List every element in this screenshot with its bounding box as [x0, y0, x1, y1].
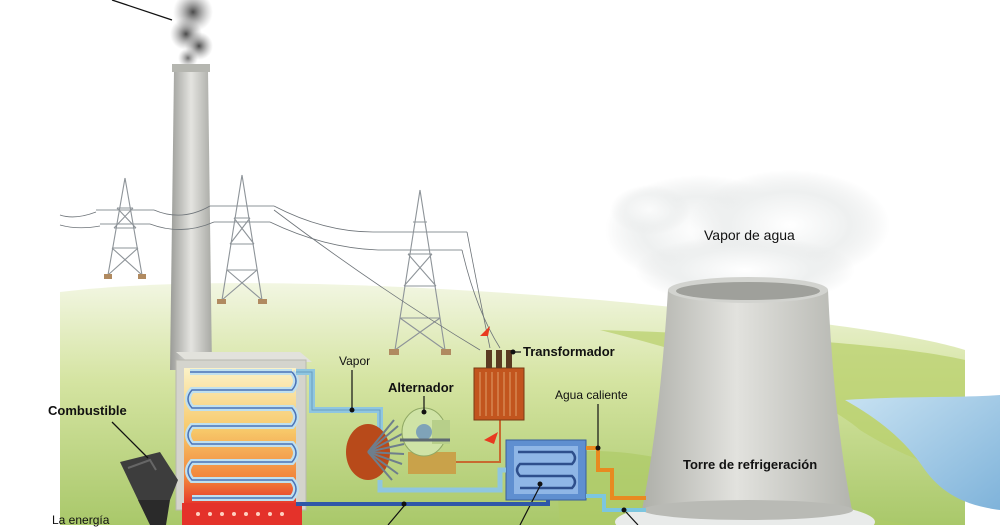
label-alternador: Alternador	[388, 380, 454, 395]
alternator-marker	[422, 410, 427, 415]
vapor-marker	[350, 408, 355, 413]
chimney	[170, 64, 212, 370]
label-combustible: Combustible	[48, 403, 127, 418]
label-vapor: Vapor	[339, 354, 370, 368]
pylon-1	[96, 178, 154, 279]
label-vapor-de-agua: Vapor de agua	[704, 227, 795, 243]
label-torre-de-refrigeracion: Torre de refrigeración	[683, 457, 817, 472]
hot-water-marker	[596, 446, 601, 451]
smoke-pointer-line	[112, 0, 172, 20]
boiler	[176, 352, 312, 525]
cold-water-marker	[622, 508, 627, 513]
return-pipe-marker	[402, 502, 407, 507]
condenser	[506, 440, 586, 500]
chimney-smoke	[170, 0, 213, 68]
condenser-marker	[538, 482, 543, 487]
label-agua-caliente: Agua caliente	[555, 388, 628, 402]
label-transformador: Transformador	[523, 344, 615, 359]
